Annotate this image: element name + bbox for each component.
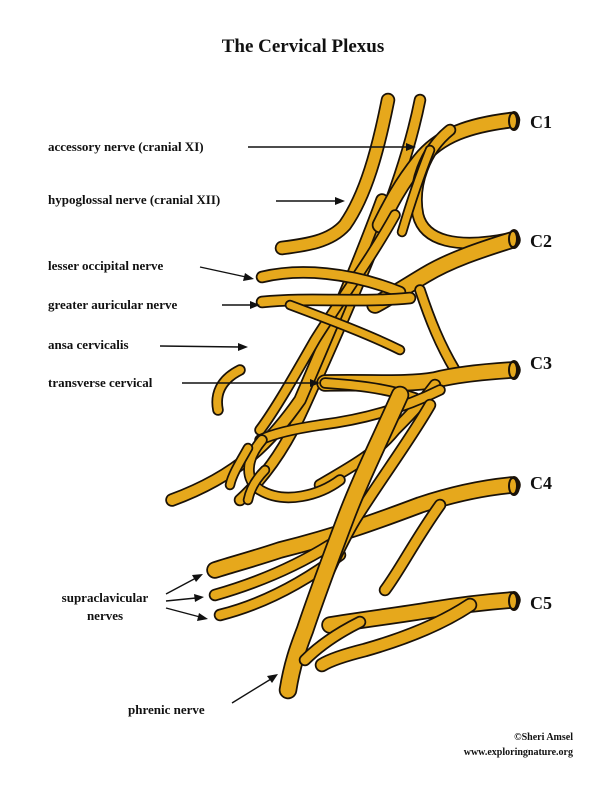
- nerve-c1-branch: [396, 144, 436, 238]
- root-label-c3: C3: [530, 353, 552, 373]
- nerve-greater-auricular: [255, 291, 417, 309]
- nerve-hypoglossal: [274, 92, 396, 256]
- label-accessory-nerve: accessory nerve (cranial XI): [48, 139, 204, 154]
- label-hypoglossal-nerve: hypoglossal nerve (cranial XII): [48, 192, 220, 207]
- nerve-ansa-superior: [254, 209, 401, 436]
- label-greater-auricular-nerve: greater auricular nerve: [48, 297, 177, 312]
- root-caps: [508, 111, 520, 611]
- arrow-hypoglossal: [276, 197, 345, 205]
- nerve-c4-descend: [378, 498, 447, 597]
- root-cap-fill-c5: [510, 594, 516, 608]
- nerve-illustration: [165, 92, 521, 700]
- nerve-c5-lower: [314, 597, 478, 673]
- root-label-c2: C2: [530, 231, 552, 251]
- label-phrenic-nerve: phrenic nerve: [128, 702, 205, 717]
- nerve-c3-to-ansa: [254, 384, 446, 446]
- nerve-accessory: [233, 93, 427, 507]
- label-ansa-cervicalis: ansa cervicalis: [48, 337, 129, 352]
- arrow-lesser-occipital: [199, 266, 254, 281]
- root-label-c5: C5: [530, 593, 552, 613]
- label-lesser-occipital-nerve: lesser occipital nerve: [48, 258, 164, 273]
- nerve-supraclavicular-mid: [208, 538, 337, 602]
- arrow-supraclavicular-upper: [165, 574, 203, 595]
- nerve-c5-to-phrenic: [298, 615, 367, 667]
- nerve-gap-fill: [284, 299, 406, 356]
- credit-website: www.exploringnature.org: [464, 747, 573, 758]
- arrow-phrenic: [231, 674, 278, 704]
- arrow-supraclavicular-lower: [165, 607, 208, 621]
- root-cap-fill-c4: [510, 479, 516, 493]
- nerve-phrenic: [278, 385, 410, 700]
- label-supraclavicular-line1: supraclavicular: [62, 590, 149, 605]
- nerve-strap-1: [224, 442, 254, 491]
- arrow-ansa-cervicalis: [159, 343, 248, 351]
- nerve-c4-root: [206, 476, 521, 579]
- nerve-c2-c3-connector: [414, 284, 461, 376]
- credit-author: ©Sheri Amsel: [514, 732, 573, 743]
- diagram-title: The Cervical Plexus: [222, 36, 385, 57]
- arrow-greater-auricular: [222, 301, 260, 309]
- nerve-ansa-loop: [243, 434, 346, 504]
- nerve-lesser-occipital: [255, 266, 407, 299]
- root-cap-fill-c1: [510, 114, 516, 128]
- arrow-supraclavicular-middle: [165, 594, 204, 602]
- root-label-c1: C1: [530, 112, 552, 132]
- nerve-long-trunk: [165, 193, 389, 507]
- label-supraclavicular-line2: nerves: [87, 608, 123, 623]
- label-transverse-cervical: transverse cervical: [48, 375, 153, 390]
- root-label-c4: C4: [530, 473, 552, 493]
- pointer-arrows: [159, 143, 416, 704]
- arrow-transverse-cervical: [182, 379, 320, 387]
- arrow-accessory: [248, 143, 416, 151]
- root-cap-fill-c2: [510, 232, 516, 246]
- nerve-left-hook: [211, 364, 246, 416]
- root-cap-fill-c3: [510, 363, 516, 377]
- nerve-strap-2: [242, 464, 271, 506]
